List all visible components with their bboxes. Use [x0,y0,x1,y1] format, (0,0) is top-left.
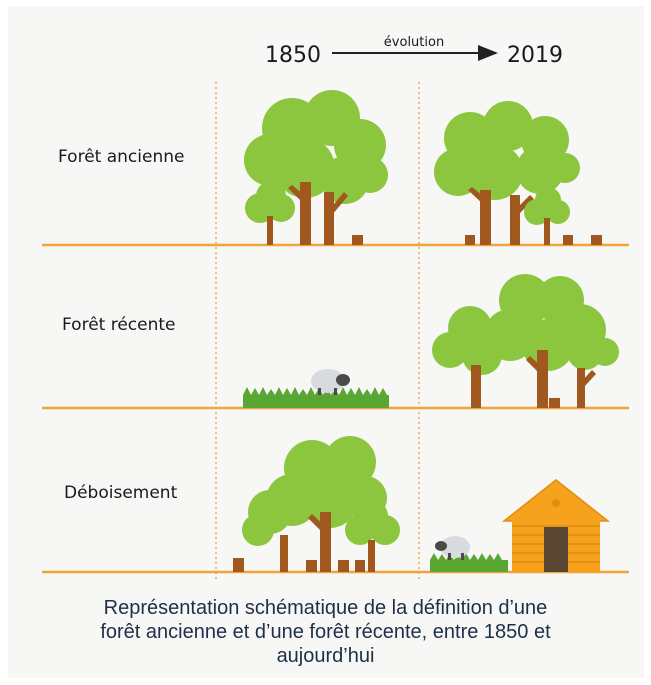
grass-recente-1850 [243,387,389,408]
caption-line-2: forêt ancienne et d’une forêt récente, e… [100,621,551,643]
tree-cluster-deboisement-1850 [242,436,387,572]
caption-line-3: aujourd’hui [276,645,375,667]
row-label-deboisement: Déboisement [64,483,178,503]
evolution-label: évolution [384,35,444,50]
caption-line-1: Représentation schématique de la définit… [103,597,548,619]
stump-ancienne-1850 [352,235,363,245]
tree-cluster-recente-2019 [432,274,619,408]
tree-cluster-ancienne-1850 [244,90,388,245]
sheep-icon-deboisement [435,536,470,560]
start-year: 1850 [265,43,321,68]
figure-caption: Représentation schématique de la définit… [0,596,651,668]
small-tree-deboisement-1850 [345,500,400,572]
sheep-icon [311,369,350,395]
small-tree-ancienne-2019 [524,187,570,245]
forest-evolution-diagram: 1850 évolution 2019 Forêt ancienne Forêt… [42,35,629,582]
stumps-ancienne-2019 [465,235,602,245]
row-label-foret-ancienne: Forêt ancienne [58,147,184,167]
stumps-deboisement-1850 [233,558,365,572]
tree-cluster-ancienne-2019 [434,101,580,245]
end-year: 2019 [507,43,563,68]
small-tree-ancienne-1850 [245,181,295,245]
stump-recente-2019 [549,398,560,408]
grass-deboisement-2019 [430,553,508,572]
row-label-foret-recente: Forêt récente [62,315,176,335]
cabin-icon [501,479,611,572]
